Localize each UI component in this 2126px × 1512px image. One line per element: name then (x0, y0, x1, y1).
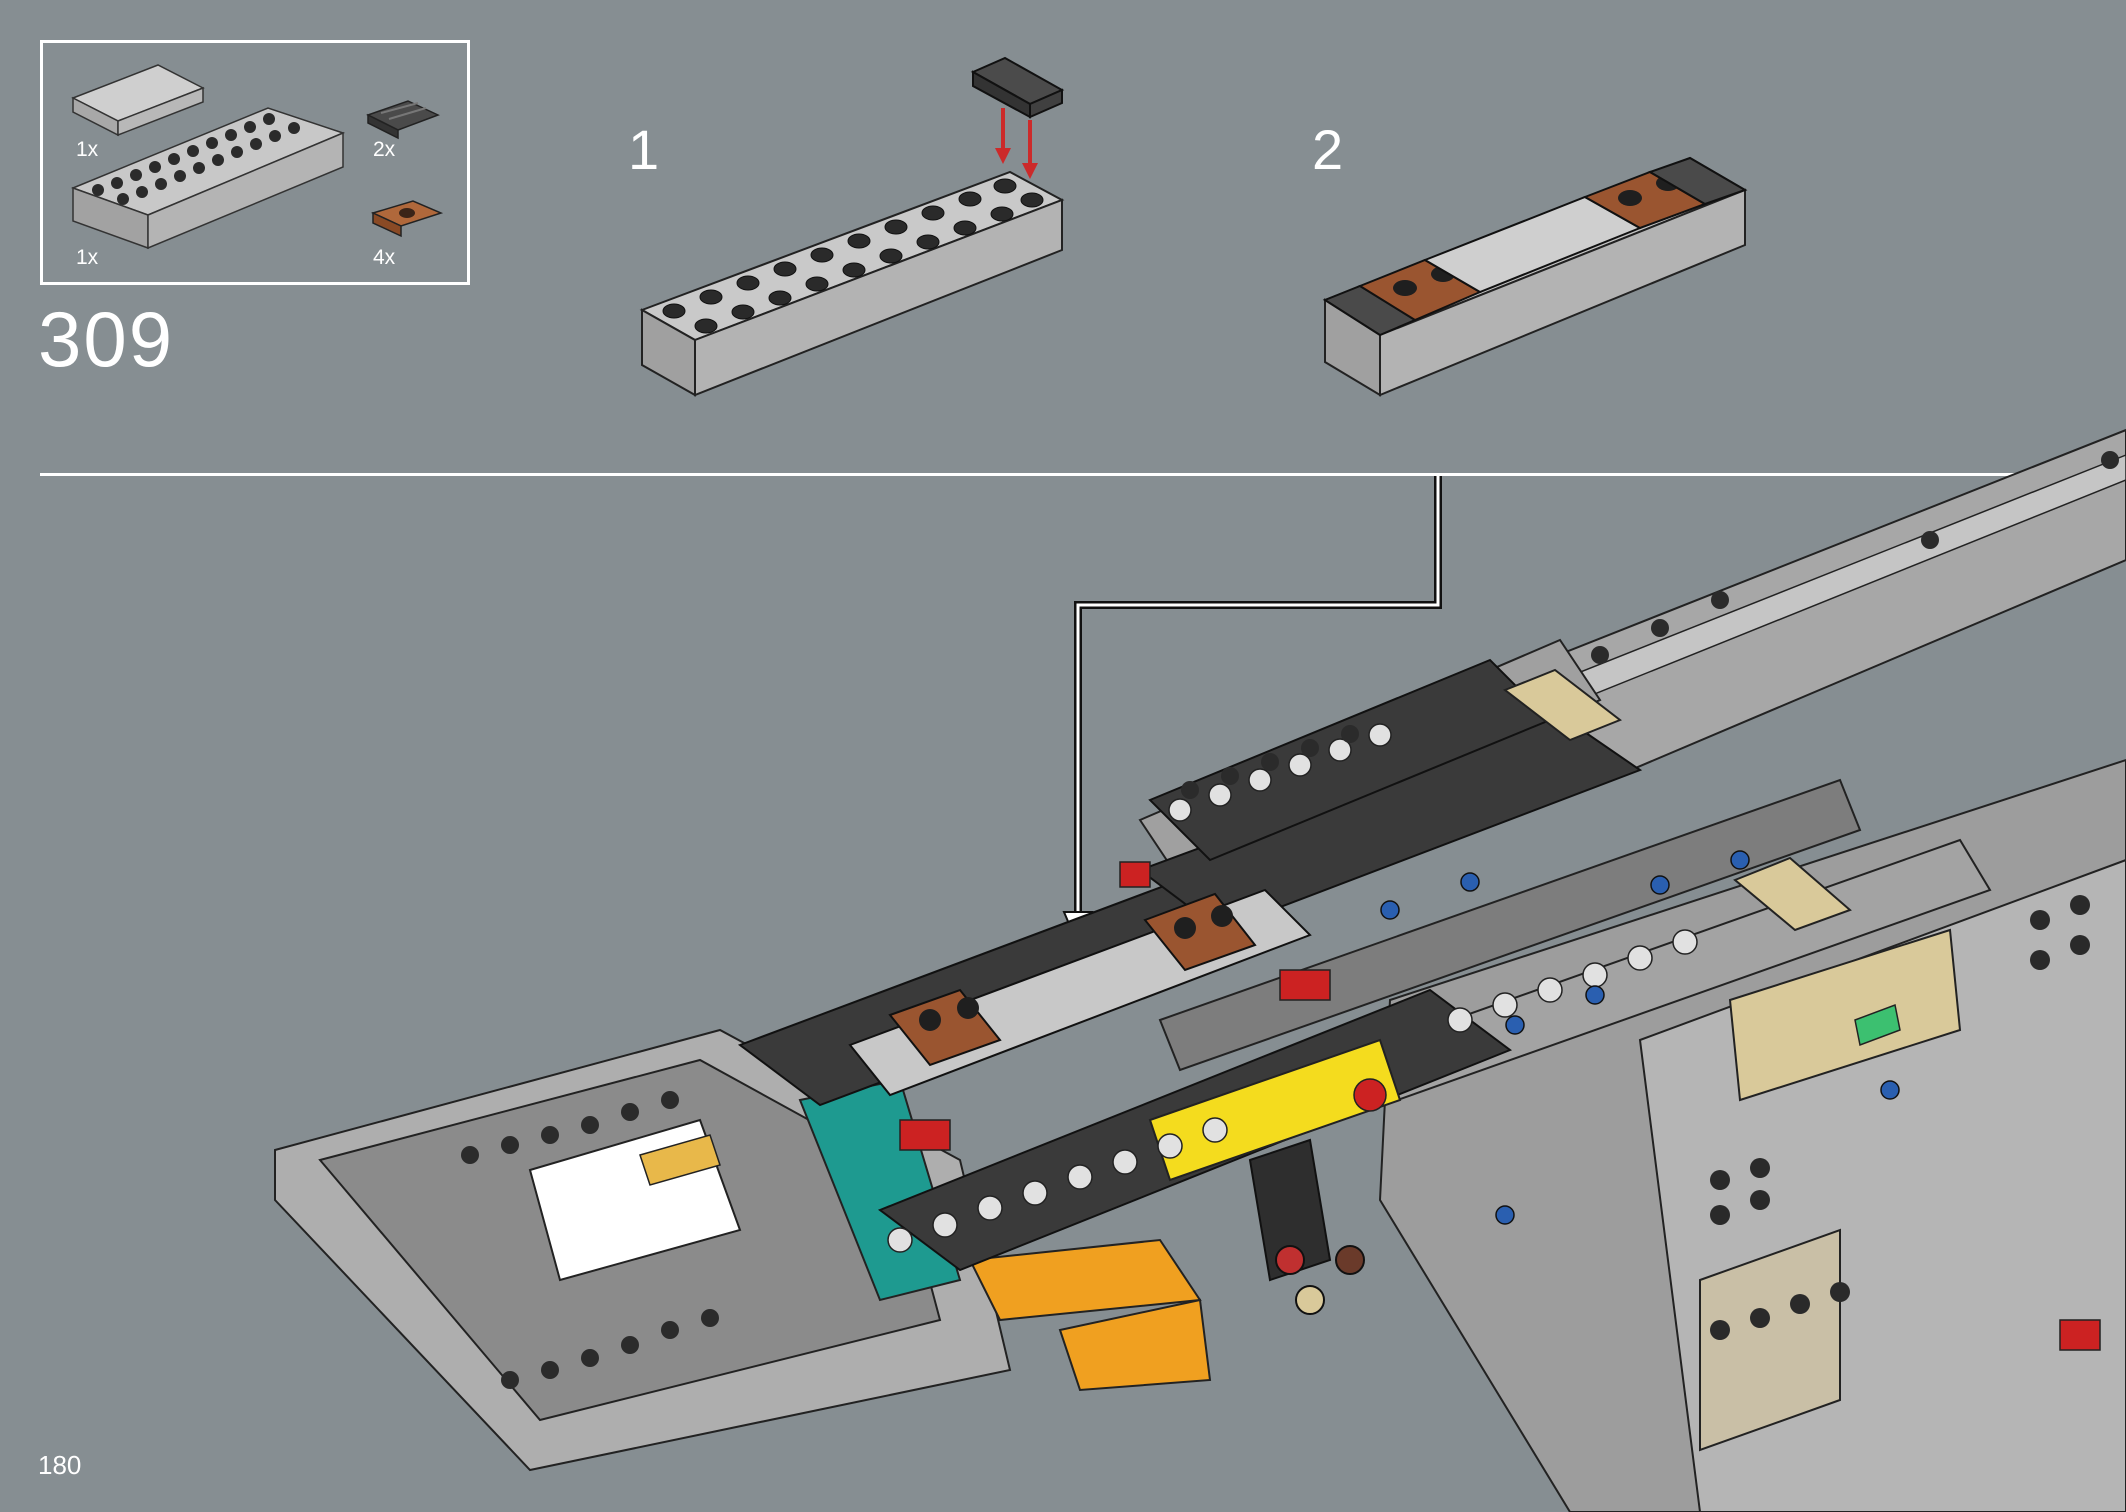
parts-callout: 1x 2x 1x 4x (40, 40, 470, 285)
substep-1-label: 1 (628, 118, 660, 181)
qty-brick: 1x (76, 246, 99, 269)
jumper-plate-part (370, 200, 444, 238)
substep-illustrations (639, 56, 1748, 397)
substep-1-illustration (639, 56, 1065, 397)
qty-rail-plate: 2x (373, 138, 396, 161)
substep-2-illustration (1322, 156, 1748, 397)
qty-tile: 1x (76, 138, 99, 161)
brick-part (70, 107, 346, 250)
tile-part (71, 64, 205, 137)
page-number: 180 (38, 1450, 82, 1480)
qty-jumper-plate: 4x (373, 246, 396, 269)
substep-2-label: 2 (1312, 118, 1344, 181)
model-body (274, 428, 2126, 1512)
step-divider (40, 473, 2033, 476)
step-number: 309 (38, 295, 175, 383)
rail-plate-part (366, 100, 440, 140)
parts-illustrations (70, 64, 444, 250)
